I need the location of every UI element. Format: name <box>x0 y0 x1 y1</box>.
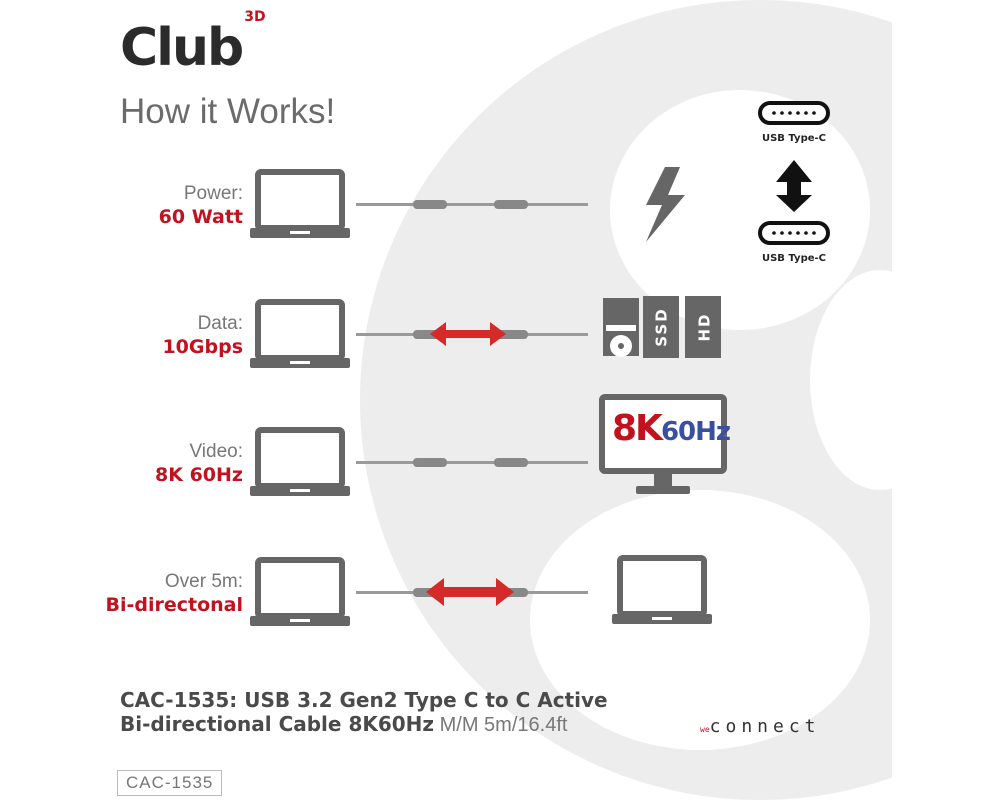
laptop-icon <box>250 299 350 368</box>
usb-c-port-icon <box>758 221 830 245</box>
hd-icon <box>685 296 721 358</box>
background-cutout-top <box>610 90 870 330</box>
row-label: Over 5m: <box>164 571 243 592</box>
row-label: Power: <box>183 183 243 204</box>
row-label: Video: <box>189 441 243 462</box>
usb-c-bottom-label: USB Type-C <box>761 253 826 264</box>
bidirectional-arrow-icon <box>426 578 514 606</box>
club3d-logo: Club3D <box>120 10 266 74</box>
product-title: CAC-1535: USB 3.2 Gen2 Type C to C Activ… <box>120 688 608 737</box>
ssd-icon <box>643 296 679 358</box>
row-distance-label: Over 5m: Bi-directonal <box>105 570 243 618</box>
usb-c-top-label: USB Type-C <box>761 133 826 144</box>
row-value: Bi-directonal <box>105 593 243 616</box>
logo-text: Club <box>120 18 244 78</box>
monitor-60hz-text: 60Hz <box>660 417 731 447</box>
laptop-icon <box>250 169 350 238</box>
monitor-8k-text: 8K <box>612 408 663 449</box>
cable-icon <box>356 458 588 467</box>
hd-label: HD <box>695 312 714 342</box>
laptop-icon <box>250 557 350 626</box>
logo-superscript: 3D <box>244 8 266 25</box>
monitor-icon <box>599 394 727 494</box>
product-title-spec: M/M 5m/16.4ft <box>434 714 568 736</box>
row-value: 10Gbps <box>162 335 243 358</box>
laptop-icon <box>612 555 712 624</box>
weconnect-logo: weconnect <box>700 716 821 737</box>
bidirectional-arrow-icon <box>430 322 506 346</box>
row-power-label: Power: 60 Watt <box>159 182 243 230</box>
connect-text: connect <box>709 716 821 737</box>
cable-icon <box>356 200 588 209</box>
row-label: Data: <box>197 313 243 334</box>
monitor-resolution-text: 8K60Hz <box>612 408 731 449</box>
page-title: How it Works! <box>120 92 336 131</box>
product-title-line2: Bi-directional Cable 8K60Hz <box>120 712 435 736</box>
row-video-label: Video: 8K 60Hz <box>155 440 243 488</box>
laptop-icon <box>250 427 350 496</box>
usb-c-port-icon <box>758 101 830 125</box>
product-code-badge: CAC-1535 <box>117 770 223 796</box>
product-title-line1: CAC-1535: USB 3.2 Gen2 Type C to C Activ… <box>120 688 608 712</box>
vertical-double-arrow-icon <box>776 160 812 212</box>
row-data-label: Data: 10Gbps <box>162 312 243 360</box>
storage-icons <box>603 296 721 358</box>
row-value: 8K 60Hz <box>155 463 243 486</box>
row-value: 60 Watt <box>158 205 243 228</box>
lightning-icon <box>646 167 685 242</box>
ssd-label: SSD <box>652 307 671 347</box>
connect-prefix: we <box>700 725 710 734</box>
